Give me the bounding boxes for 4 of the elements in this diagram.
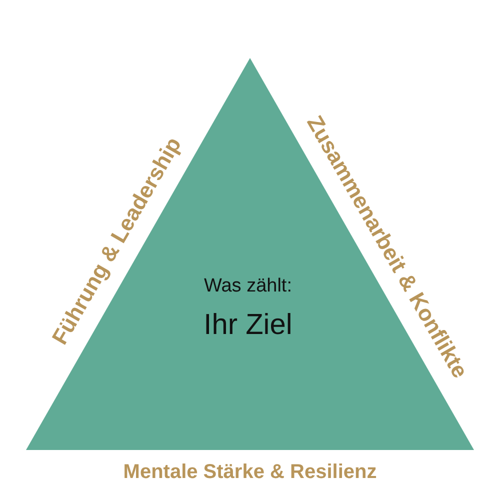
heading-text: Was zählt: — [204, 276, 292, 298]
goal-text: Ihr Ziel — [204, 310, 292, 342]
base-label: Mentale Stärke & Resilienz — [123, 461, 377, 483]
goal-triangle — [26, 58, 474, 450]
